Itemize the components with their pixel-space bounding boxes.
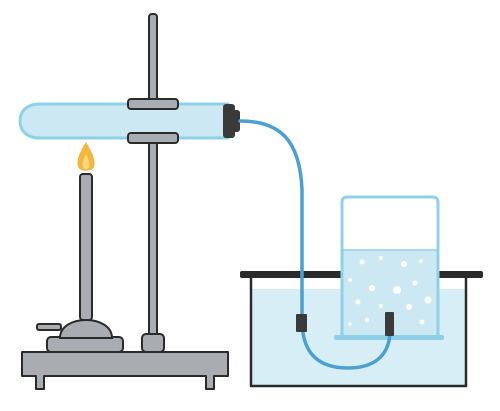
- gas-bubbles: [348, 256, 432, 326]
- delivery-tube-path: [238, 119, 392, 370]
- bubble-icon: [355, 299, 361, 305]
- stopper-body: [223, 104, 235, 138]
- alcohol-lamp: [36, 173, 124, 353]
- bubble-icon: [348, 322, 352, 326]
- gas-jar-glass: [340, 195, 440, 337]
- clamp-upper-jaw: [127, 98, 179, 110]
- lamp-base-plate: [46, 336, 124, 353]
- trough-walls: [249, 276, 468, 388]
- tube-connector: [296, 314, 307, 332]
- bubble-icon: [393, 286, 401, 294]
- bubble-icon: [401, 261, 407, 267]
- clamp: [127, 98, 179, 144]
- lamp-tube: [79, 173, 93, 321]
- test-tube: [18, 102, 230, 140]
- flame-icon: [77, 142, 95, 171]
- lamp-dome: [58, 319, 114, 339]
- bubble-icon: [365, 318, 369, 322]
- clamp-lower-jaw: [127, 132, 179, 144]
- lamp-valve: [36, 323, 62, 331]
- stand-base: [21, 351, 229, 390]
- stopper: [223, 104, 240, 138]
- bubble-icon: [424, 296, 432, 304]
- bubble-icon: [419, 259, 423, 263]
- tube-outlet: [385, 312, 394, 336]
- test-tube-glass: [18, 102, 230, 140]
- bubble-icon: [379, 256, 383, 260]
- stand-rod-foot: [141, 333, 165, 353]
- stopper-cap: [232, 110, 240, 132]
- retort-stand: [21, 13, 229, 390]
- stand-rod: [148, 13, 158, 345]
- bubble-icon: [379, 304, 383, 308]
- flame-inner: [82, 154, 90, 170]
- bubble-icon: [348, 278, 352, 282]
- bubble-icon: [359, 259, 365, 265]
- bubble-icon: [406, 304, 412, 310]
- delivery-tube: [238, 119, 394, 370]
- gas-jar-gas-region: [342, 197, 438, 250]
- bubble-icon: [369, 285, 375, 291]
- bubble-icon: [412, 280, 418, 286]
- bubble-icon: [419, 319, 425, 325]
